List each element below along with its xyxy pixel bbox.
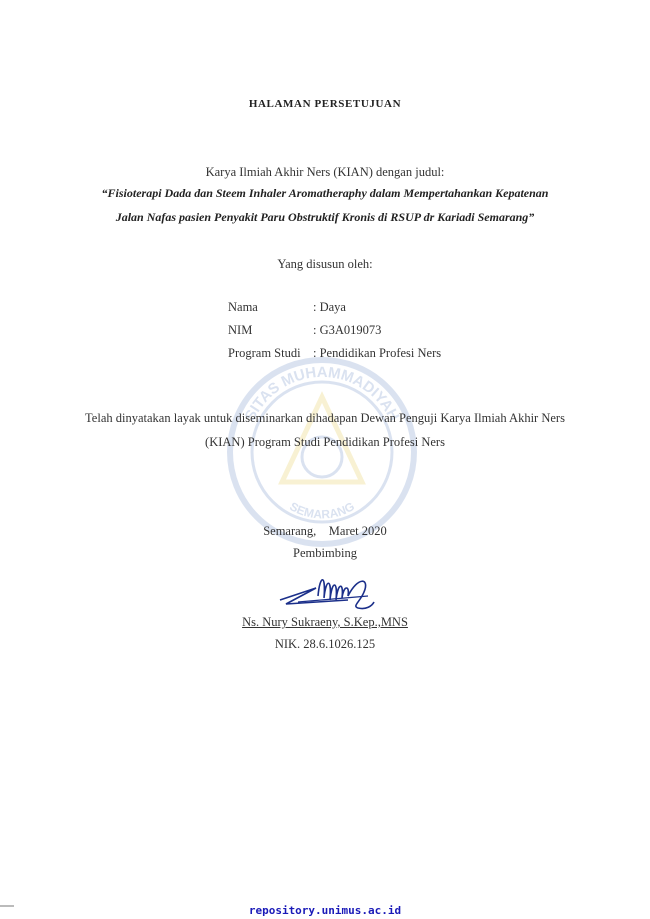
author-info-table: Nama : Daya NIM : G3A019073 Program Stud… [228,300,488,369]
author-value: : Pendidikan Profesi Ners [313,346,442,360]
author-row-nim: NIM : G3A019073 [228,323,488,346]
author-key: Nama [228,300,258,314]
supervisor-role: Pembimbing [293,546,357,560]
margin-mark [0,905,14,907]
place-date: Semarang, Maret 2020 [263,524,387,538]
statement-line-1: Telah dinyatakan layak untuk diseminarka… [85,411,565,425]
kian-title-line-1: “Fisioterapi Dada dan Steem Inhaler Arom… [101,186,549,200]
signature [279,578,375,610]
intro-line: Karya Ilmiah Akhir Ners (KIAN) dengan ju… [205,165,445,179]
author-key: NIM [228,323,253,337]
author-key: Program Studi [228,346,301,360]
supervisor-name: Ns. Nury Sukraeny, S.Kep.,MNS [242,615,408,629]
repository-url[interactable]: repository.unimus.ac.id [248,904,402,917]
supervisor-nik: NIK. 28.6.1026.125 [274,637,376,651]
page-title: HALAMAN PERSETUJUAN [248,98,402,110]
author-value: : G3A019073 [313,323,382,337]
author-row-name: Nama : Daya [228,300,488,323]
author-value: : Daya [313,300,346,314]
university-seal-watermark: SITAS MUHAMMADIYAH SEMARANG [227,357,417,547]
svg-text:SEMARANG: SEMARANG [287,499,356,521]
author-label: Yang disusun oleh: [277,257,373,271]
author-row-program: Program Studi : Pendidikan Profesi Ners [228,346,488,369]
statement-line-2: (KIAN) Program Studi Pendidikan Profesi … [205,435,445,449]
kian-title-line-2: Jalan Nafas pasien Penyakit Paru Obstruk… [115,210,535,224]
